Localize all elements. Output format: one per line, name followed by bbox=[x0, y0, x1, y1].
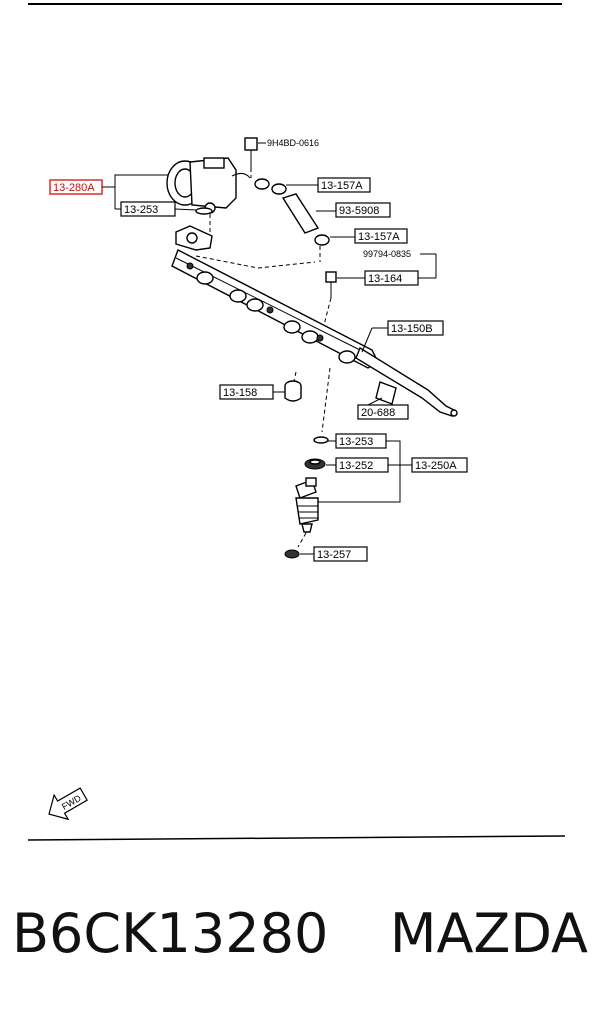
label-injector-assy: 13-250A bbox=[415, 460, 457, 472]
bottom-rule bbox=[27, 835, 566, 841]
parts-diagram: 9H4BD-0616 13-280A 13-253 13-157A 93-590… bbox=[27, 3, 566, 841]
injector-insulator-box[interactable] bbox=[313, 546, 368, 562]
fuel-pressure-regulator[interactable] bbox=[166, 157, 251, 214]
caption-part-number: B6CK13280 bbox=[12, 901, 329, 965]
label-hose-clamp-lower: 13-157A bbox=[358, 231, 400, 243]
insulator-box[interactable] bbox=[219, 384, 274, 400]
hose-clamp-upper-box[interactable] bbox=[317, 177, 371, 193]
bolt-rail[interactable] bbox=[325, 271, 337, 298]
label-injector-grommet: 13-252 bbox=[339, 460, 373, 472]
label-injector-insulator: 13-257 bbox=[317, 549, 351, 561]
label-bolt-top: 9H4BD-0616 bbox=[267, 138, 319, 148]
injector-insulator[interactable] bbox=[284, 549, 300, 559]
label-insulator: 13-158 bbox=[223, 387, 257, 399]
label-hose-clamp-upper: 13-157A bbox=[321, 180, 363, 192]
fuel-rail-box[interactable] bbox=[387, 320, 444, 336]
bolt-top[interactable] bbox=[244, 137, 258, 168]
label-bolt-box: 13-164 bbox=[368, 273, 402, 285]
pipe-box[interactable] bbox=[357, 404, 409, 420]
insulator[interactable] bbox=[284, 380, 302, 402]
fwd-arrow-icon: FWD bbox=[48, 787, 88, 821]
hose-clamp-lower[interactable] bbox=[314, 234, 330, 246]
caption: B6CK13280 MAZDA bbox=[0, 888, 600, 978]
hose-clamp-lower-box[interactable] bbox=[354, 228, 408, 244]
label-pipe: 20-688 bbox=[361, 407, 395, 419]
hose-box[interactable] bbox=[335, 202, 391, 218]
label-bolt-code: 99794-0835 bbox=[363, 249, 411, 259]
injector-oring[interactable] bbox=[313, 436, 329, 444]
injector-grommet[interactable] bbox=[304, 458, 326, 470]
label-injector-oring: 13-253 bbox=[339, 436, 373, 448]
label-regulator: 13-280A bbox=[53, 182, 95, 194]
hose[interactable] bbox=[281, 193, 320, 234]
hose-clamp-upper[interactable] bbox=[254, 178, 287, 195]
caption-brand: MAZDA bbox=[389, 901, 588, 965]
fuel-injector[interactable] bbox=[295, 477, 319, 533]
label-fuel-rail: 13-150B bbox=[391, 323, 433, 335]
injector-assy-box[interactable] bbox=[411, 457, 468, 473]
label-hose: 93-5908 bbox=[339, 205, 379, 217]
label-gasket-top: 13-253 bbox=[124, 204, 158, 216]
return-pipe[interactable] bbox=[355, 346, 458, 417]
fuel-rail[interactable] bbox=[171, 225, 379, 369]
